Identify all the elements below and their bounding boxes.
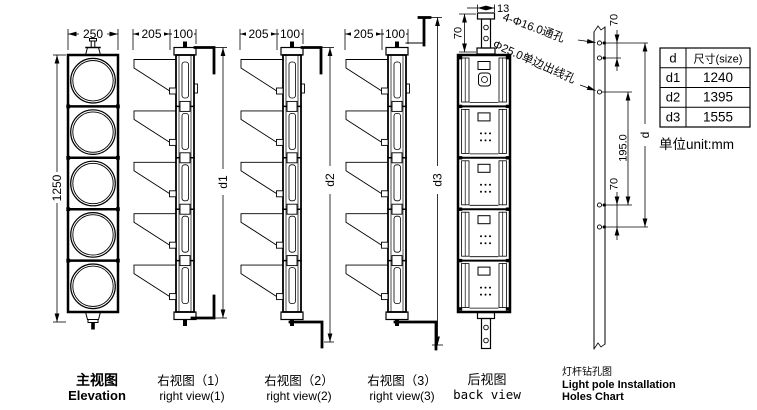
table-header-d: d — [669, 51, 676, 66]
pole-dim-bottom: 70 — [609, 178, 621, 190]
size-table: d 尺寸(size) d1 1240 d2 1395 d3 1555 单位uni… — [659, 47, 751, 152]
pole-holes-chart: 4-Φ16.0通孔 Φ25.0单边出线孔 70 195.0 — [491, 11, 652, 350]
table-cell-d2-size: 1395 — [703, 90, 733, 105]
pole-dim-overall: d — [638, 132, 652, 139]
right3-body-dim: 100 — [385, 27, 405, 41]
right2-body-dim: 100 — [280, 27, 300, 41]
right3-label-en: right view(3) — [369, 389, 434, 403]
table-header-size: 尺寸(size) — [694, 52, 743, 66]
right1-visor-dim: 205 — [141, 27, 161, 41]
table-cell-d2: d2 — [666, 90, 680, 105]
elevation-height-dim: 1250 — [50, 174, 64, 201]
table-cell-d3: d3 — [666, 109, 680, 124]
back-pin-height-dim: 70 — [453, 27, 465, 39]
pole-label-en-2: Holes Chart — [562, 391, 624, 403]
right-view-2: 205 100 d2 — [239, 27, 337, 349]
back-label-cn: 后视图 — [467, 372, 506, 387]
unit-note: 单位unit:mm — [659, 137, 734, 152]
right1-span-dim: d1 — [216, 175, 230, 189]
right-view-1: 205 100 d1 — [132, 27, 230, 326]
table-cell-d1: d1 — [666, 70, 680, 85]
elevation-width-dim: 250 — [83, 27, 103, 41]
right2-span-dim: d2 — [323, 173, 337, 187]
view-captions: 主视图 Elevation 右视图（1） right view(1) 右视图（2… — [68, 365, 676, 403]
pole-dim-top: 70 — [609, 14, 621, 26]
pole-label-cn: 灯杆钻孔图 — [562, 365, 612, 378]
pole-label-en-1: Light pole Installation — [562, 379, 676, 391]
right1-label-cn: 右视图（1） — [157, 373, 226, 388]
right3-span-dim: d3 — [431, 173, 445, 187]
back-label-en: back view — [453, 387, 521, 402]
elevation-label-en: Elevation — [68, 388, 126, 403]
pole-dim-middle: 195.0 — [618, 134, 630, 162]
wire-hole-note: Φ25.0单边出线孔 — [491, 37, 579, 86]
right2-label-cn: 右视图（2） — [264, 373, 333, 388]
right2-visor-dim: 205 — [248, 27, 268, 41]
back-pin-width-dim: 13 — [497, 3, 509, 15]
right2-label-en: right view(2) — [266, 389, 331, 403]
table-cell-d3-size: 1555 — [703, 109, 733, 124]
right3-visor-dim: 205 — [353, 27, 373, 41]
right-view-3: 205 100 d3 — [344, 16, 445, 351]
table-cell-d1-size: 1240 — [703, 70, 733, 85]
through-holes-note: 4-Φ16.0通孔 — [501, 11, 567, 46]
right1-body-dim: 100 — [173, 27, 193, 41]
elevation-view: 250 1250 — [50, 27, 120, 330]
right3-label-cn: 右视图（3） — [367, 373, 436, 388]
right1-label-en: right view(1) — [159, 389, 224, 403]
back-view: 13 70 — [453, 3, 512, 350]
elevation-label-cn: 主视图 — [76, 372, 118, 388]
